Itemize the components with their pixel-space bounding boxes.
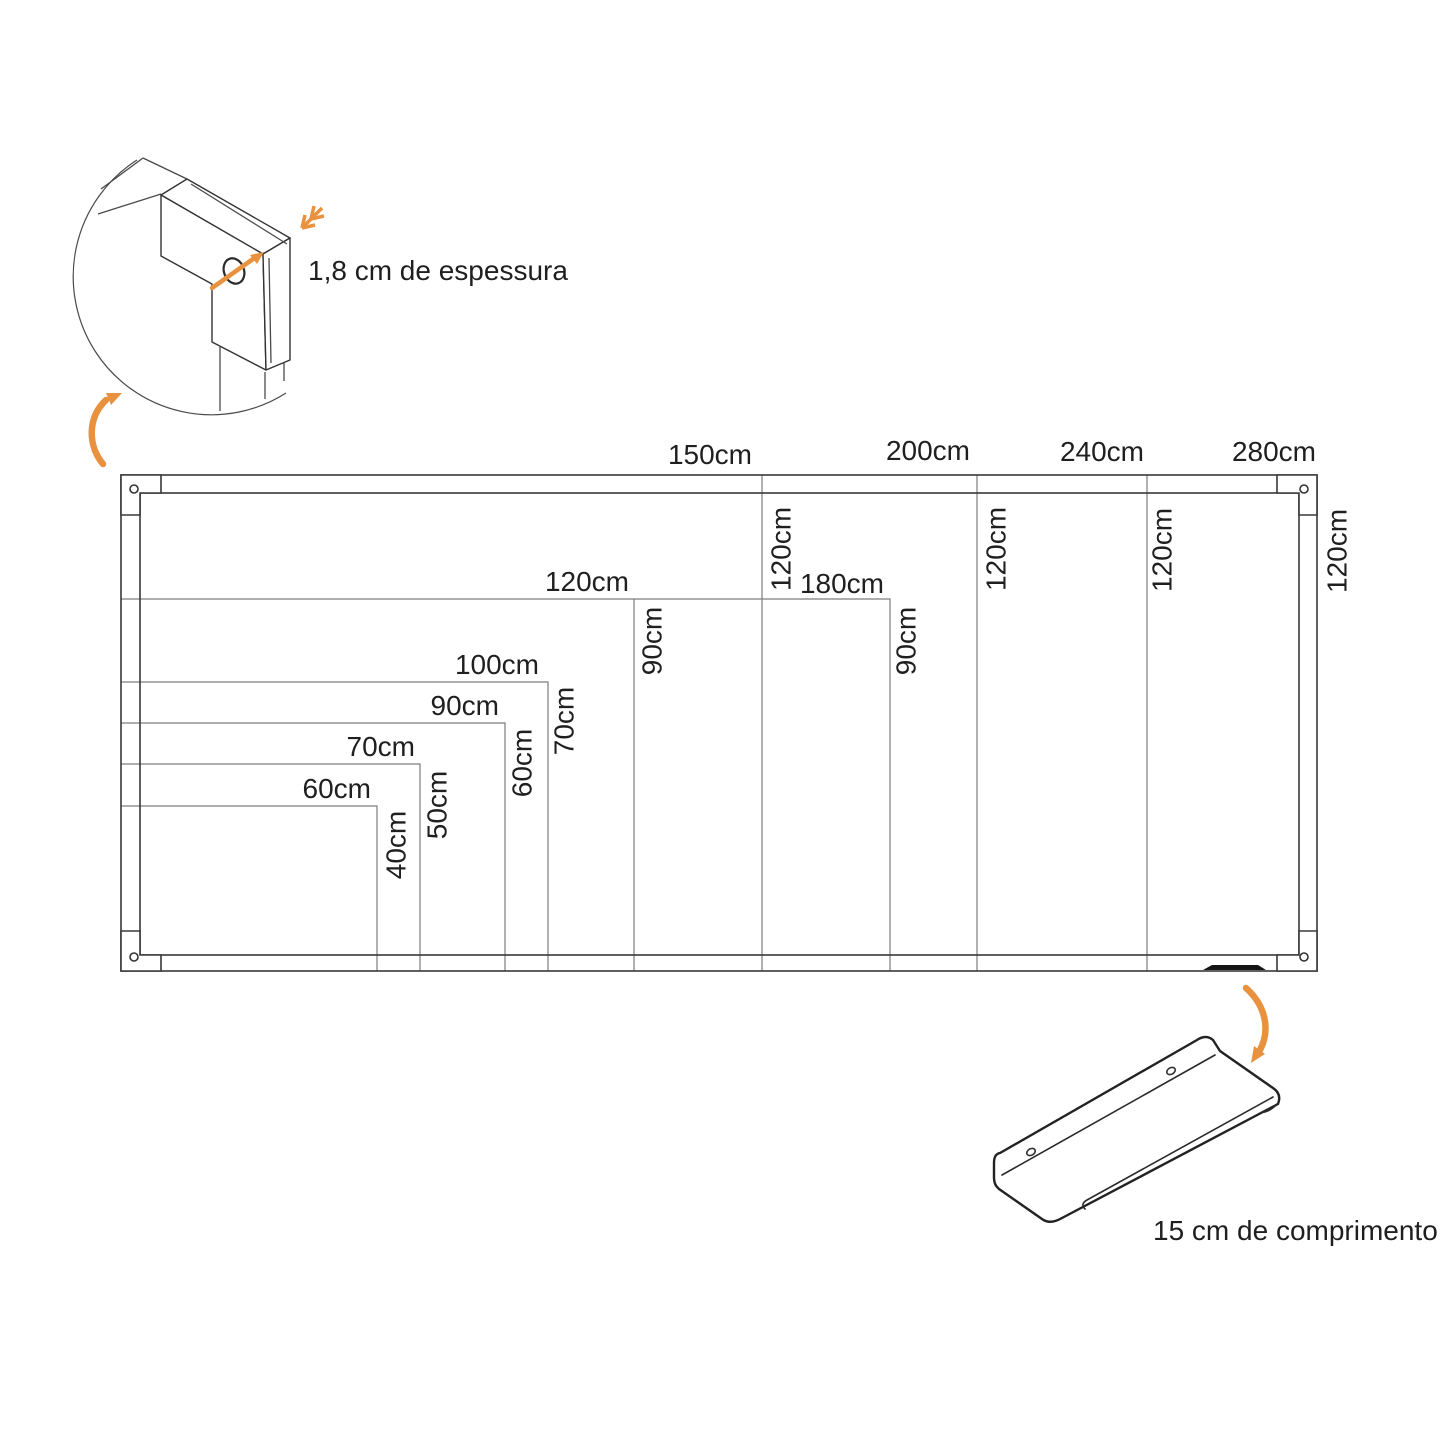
screw-hole-icon	[129, 484, 139, 494]
shelf-screw-hole-icon	[1025, 1147, 1037, 1157]
width-label-60cm: 60cm	[303, 773, 371, 804]
height-label-60cm: 60cm	[507, 729, 538, 797]
size-rect-180x90	[121, 598, 891, 971]
height-label-200cm-board: 120cm	[981, 507, 1012, 591]
corner-cap-bottom-left	[120, 930, 162, 972]
size-rect-100x70	[121, 681, 549, 971]
height-label-50cm: 50cm	[422, 771, 453, 839]
shelf-lip-curl	[1259, 1103, 1278, 1114]
height-label-40cm: 40cm	[381, 811, 412, 879]
corner-detail-view: 1,8 cm de espessura	[72, 157, 568, 468]
width-label-240cm: 240cm	[1060, 436, 1144, 467]
width-label-100cm: 100cm	[455, 649, 539, 680]
shelf-lip-line	[1082, 1096, 1274, 1210]
height-label-150cm-board: 120cm	[766, 507, 797, 591]
pen-tray-front-mark	[1203, 965, 1266, 970]
shelf-length-label: 15 cm de comprimento	[1153, 1215, 1438, 1246]
screw-hole-icon	[1299, 484, 1309, 494]
screw-hole-icon	[129, 952, 139, 962]
size-rect-70x50	[121, 763, 421, 971]
thickness-label: 1,8 cm de espessura	[308, 255, 568, 286]
thickness-arrow-icon	[209, 252, 264, 291]
shelf-pointer-arrow-icon	[1242, 984, 1269, 1063]
size-rect-90x60	[121, 722, 506, 971]
height-label-90cm-180rect: 90cm	[891, 607, 922, 675]
shelf-3d-view: 15 cm de comprimento	[992, 984, 1438, 1246]
width-label-200cm: 200cm	[886, 435, 970, 466]
width-label-280cm: 280cm	[1232, 436, 1316, 467]
screw-hole-icon	[1299, 952, 1309, 962]
height-label-70cm: 70cm	[549, 687, 580, 755]
width-label-90cm: 90cm	[431, 690, 499, 721]
full-size-labels: 150cm 200cm 240cm 280cm 120cm 120cm 120c…	[668, 435, 1353, 593]
corner-cap-top-right	[1276, 474, 1318, 516]
width-label-120cm: 120cm	[545, 566, 629, 597]
board-front-view	[120, 474, 1318, 972]
shelf-screw-hole-icon	[1165, 1066, 1177, 1076]
thickness-chevron-arrow-icon	[300, 205, 325, 230]
nested-size-labels: 60cm 70cm 90cm 100cm 120cm 180cm 40cm 50…	[303, 566, 922, 879]
width-label-70cm: 70cm	[347, 731, 415, 762]
size-rect-60x40	[121, 805, 378, 971]
board-edge-face	[262, 237, 291, 371]
board-outer-frame	[120, 474, 1318, 972]
detail-circle-arc	[72, 159, 287, 416]
height-label-280cm-board: 120cm	[1322, 509, 1353, 593]
corner-cap-bottom-right	[1276, 930, 1318, 972]
board-inner-frame	[139, 492, 1300, 956]
height-label-240cm-board: 120cm	[1147, 508, 1178, 592]
height-label-90cm-120rect: 90cm	[637, 607, 668, 675]
shelf-fold-line	[1001, 1054, 1216, 1176]
corner-cap-top-left	[120, 474, 162, 516]
shelf-outline	[992, 1035, 1281, 1223]
width-label-150cm: 150cm	[668, 439, 752, 470]
width-label-180cm: 180cm	[800, 568, 884, 599]
zoom-detail-arrow-icon	[88, 393, 122, 468]
